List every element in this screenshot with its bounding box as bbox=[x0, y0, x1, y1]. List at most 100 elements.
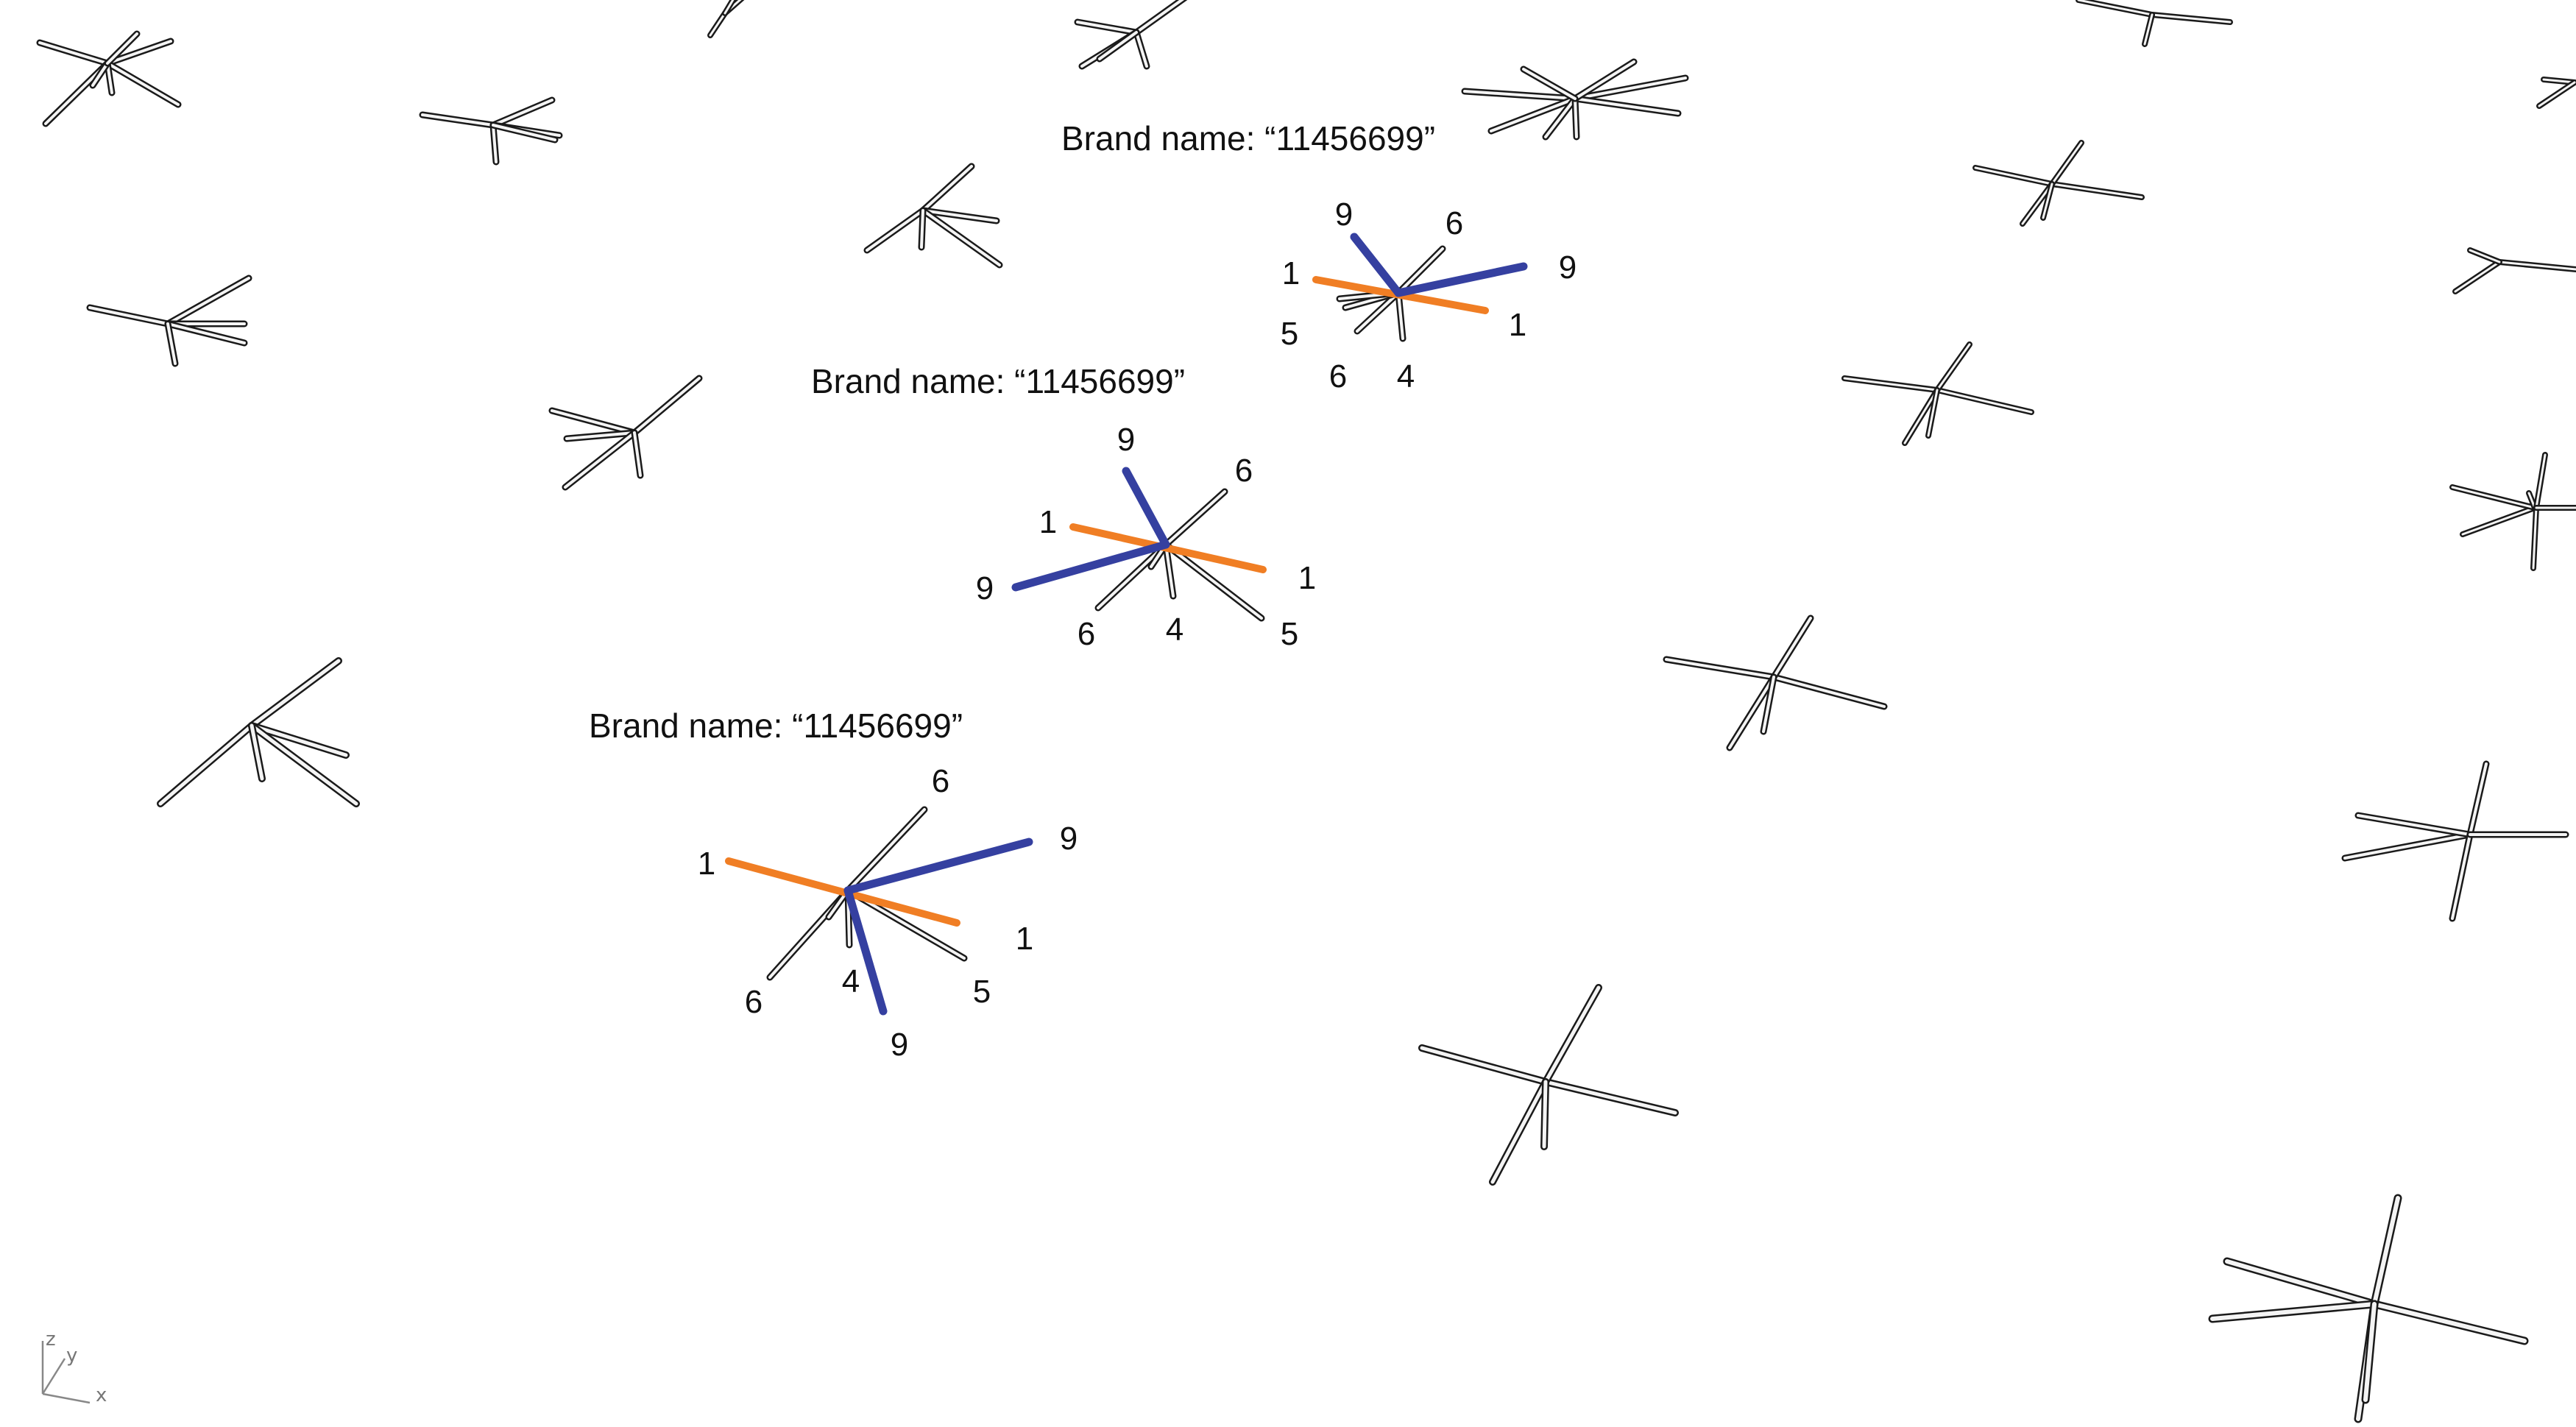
rod-label: 6 bbox=[745, 984, 762, 1020]
rod-label: 4 bbox=[842, 963, 860, 999]
rod bbox=[563, 429, 638, 442]
brand-name-caption: Brand name: “11456699” bbox=[811, 362, 1185, 400]
rod bbox=[1571, 95, 1682, 117]
rod bbox=[2541, 77, 2576, 85]
rod bbox=[104, 60, 182, 108]
rod bbox=[1571, 58, 1638, 102]
rod bbox=[2142, 12, 2155, 47]
rod bbox=[1162, 541, 1177, 600]
rod bbox=[1074, 18, 1140, 36]
rod bbox=[1487, 95, 1579, 135]
rod-label: 6 bbox=[1329, 358, 1347, 394]
rod-label: 9 bbox=[891, 1027, 908, 1063]
rod-label: 9 bbox=[1060, 821, 1078, 857]
rod bbox=[104, 60, 116, 96]
rod-label: 1 bbox=[698, 846, 715, 882]
rod bbox=[844, 806, 928, 894]
rod bbox=[631, 429, 644, 479]
rod bbox=[2536, 79, 2576, 109]
rod bbox=[1461, 88, 1579, 102]
rod bbox=[722, 0, 737, 16]
rod bbox=[919, 207, 1003, 269]
blue-rod bbox=[843, 838, 1033, 895]
rod bbox=[36, 39, 111, 67]
rod-label: 9 bbox=[1559, 249, 1577, 286]
rod bbox=[1354, 289, 1402, 335]
rod-label: 1 bbox=[1509, 307, 1526, 343]
cluster-rods bbox=[1312, 233, 1528, 342]
rod-label: 6 bbox=[1235, 453, 1253, 489]
blue-rod bbox=[1122, 467, 1170, 549]
axis-triad-icon: z y x bbox=[41, 1328, 107, 1406]
rod bbox=[2497, 259, 2576, 272]
rod bbox=[2076, 0, 2155, 18]
rod bbox=[2530, 505, 2539, 571]
rod bbox=[1542, 95, 1579, 141]
rod bbox=[2533, 452, 2548, 511]
rod bbox=[489, 121, 500, 166]
rod bbox=[863, 207, 927, 254]
rod bbox=[2049, 181, 2145, 200]
rod bbox=[1542, 984, 1602, 1086]
orange-rod bbox=[1069, 523, 1267, 573]
rod-label: 9 bbox=[976, 570, 994, 606]
rod bbox=[2370, 1194, 2402, 1309]
rod bbox=[2223, 1257, 2379, 1309]
rod bbox=[2361, 1300, 2379, 1404]
rod bbox=[1934, 341, 1972, 393]
rod bbox=[86, 304, 171, 327]
blue-rod bbox=[1011, 540, 1170, 592]
brand-name-caption: Brand name: “11456699” bbox=[1061, 119, 1435, 157]
rod bbox=[2020, 181, 2055, 227]
rod bbox=[1540, 1078, 1549, 1150]
rod bbox=[918, 207, 927, 251]
rod bbox=[1094, 541, 1170, 612]
highlighted-cluster-3[interactable]: Brand name: “11456699” 6 9 1 1 6 4 5 9 bbox=[589, 707, 1078, 1063]
rod bbox=[2354, 812, 2474, 838]
blue-rod bbox=[843, 886, 888, 1016]
background-objects bbox=[36, 0, 2576, 1423]
rod bbox=[2208, 1300, 2379, 1323]
rod bbox=[489, 96, 556, 129]
rod bbox=[157, 722, 255, 807]
rod bbox=[104, 30, 141, 67]
rod bbox=[248, 722, 350, 759]
rod bbox=[1770, 673, 1888, 710]
rod bbox=[1934, 387, 2034, 415]
rod bbox=[1489, 1078, 1549, 1186]
rod bbox=[1096, 29, 1140, 63]
rod bbox=[1925, 387, 1940, 439]
rod-label: 1 bbox=[1282, 255, 1300, 291]
rod bbox=[1902, 387, 1940, 446]
rod bbox=[419, 111, 497, 129]
blue-rod bbox=[1394, 262, 1528, 297]
rod bbox=[164, 320, 248, 347]
rod bbox=[248, 657, 342, 729]
rod-label: 1 bbox=[1016, 921, 1033, 957]
rod bbox=[2370, 1300, 2529, 1345]
rod bbox=[1133, 0, 1188, 36]
highlighted-cluster-2[interactable]: Brand name: “11456699” 9 6 1 1 9 6 4 5 bbox=[811, 362, 1316, 652]
rod-label: 6 bbox=[932, 763, 949, 799]
orange-rod bbox=[725, 857, 960, 927]
rod-label: 4 bbox=[1397, 358, 1415, 394]
rod-label: 4 bbox=[1166, 612, 1183, 648]
brand-name-caption: Brand name: “11456699” bbox=[589, 707, 963, 745]
rod-label: 9 bbox=[1117, 422, 1135, 458]
highlighted-cluster-1[interactable]: Brand name: “11456699” 9 6 9 1 1 5 6 4 bbox=[1061, 119, 1577, 394]
rod bbox=[1770, 615, 1814, 681]
rod bbox=[631, 375, 703, 436]
rod bbox=[1663, 656, 1777, 681]
rod bbox=[1162, 541, 1265, 622]
rod bbox=[89, 60, 111, 89]
rod bbox=[1542, 1078, 1679, 1116]
rod bbox=[2049, 140, 2084, 187]
rod bbox=[2449, 484, 2538, 511]
rod bbox=[1571, 95, 1580, 141]
rod bbox=[548, 407, 638, 436]
rod bbox=[2452, 259, 2502, 294]
rod bbox=[1760, 673, 1777, 735]
rod bbox=[2460, 505, 2538, 537]
rod-label: 6 bbox=[1446, 205, 1463, 241]
